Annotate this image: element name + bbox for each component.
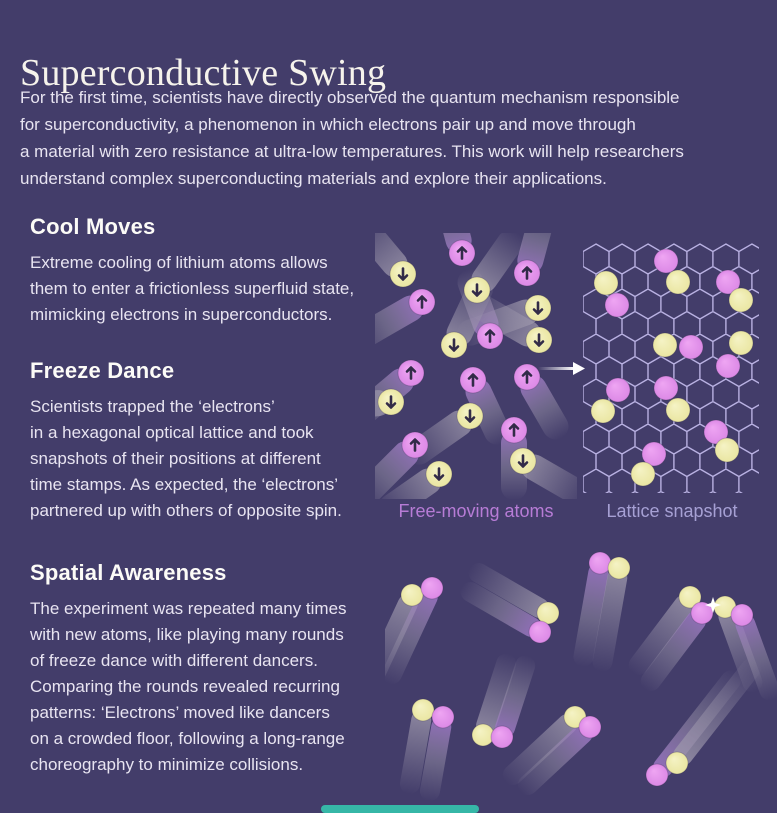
spin-up-arrow-icon (508, 423, 520, 437)
pair-atom-pink (431, 705, 455, 729)
caption-free-moving-atoms: Free-moving atoms (398, 501, 554, 521)
pair-atom-yellow (411, 698, 435, 722)
lattice-atom-yellow (652, 332, 678, 358)
sparkle-icon (705, 597, 721, 613)
atom-trail (517, 723, 593, 795)
lattice-atom-pink (715, 269, 741, 295)
section-body-cool-moves: Extreme cooling of lithium atoms allows … (30, 253, 355, 324)
lattice-atom-pink (605, 377, 631, 403)
section-heading-cool-moves: Cool Moves (30, 214, 156, 239)
atom-trail (375, 441, 419, 499)
atom-trail (476, 653, 517, 736)
spin-down-arrow-icon (397, 267, 409, 281)
lattice-atom-yellow (590, 398, 616, 424)
spin-up-arrow-icon (521, 370, 533, 384)
spin-down-arrow-icon (517, 454, 529, 468)
pair-atom-pink (578, 715, 602, 739)
spin-up-arrow-icon (409, 438, 421, 452)
atom-trail (502, 713, 578, 785)
atom-trail (385, 587, 438, 685)
lattice-atom-pink (653, 375, 679, 401)
atom-trail (640, 610, 706, 691)
atom-trail (520, 375, 569, 440)
right-arrow-head (573, 362, 585, 375)
right-arrow-tail (538, 367, 574, 370)
atom-trail (735, 614, 777, 701)
pair-atom-pink (730, 603, 754, 627)
lattice-atom-yellow (728, 287, 754, 313)
atom-trail (673, 658, 761, 766)
spin-down-arrow-icon (533, 333, 545, 347)
spin-up-arrow-icon (416, 295, 428, 309)
atom-trail (468, 563, 550, 618)
section-body-freeze-dance: Scientists trapped the ‘electrons’ in a … (30, 397, 342, 520)
atom-trail (375, 295, 424, 349)
lattice-atom-pink (678, 334, 704, 360)
pair-atom-pink (645, 763, 669, 787)
pair-atom-pink (420, 576, 444, 600)
atom-trail (517, 233, 555, 274)
lattice-atom-pink (703, 419, 729, 445)
lattice-atom-pink (653, 248, 679, 274)
spin-up-arrow-icon (405, 366, 417, 380)
pair-atom-yellow (400, 583, 424, 607)
teal-accent-bar (321, 805, 479, 813)
atom-trail (385, 594, 418, 692)
free-atoms-illustration (375, 233, 577, 499)
lattice-atom-yellow (665, 397, 691, 423)
atom-trail (434, 233, 472, 254)
lattice-atom-yellow (630, 461, 656, 487)
spin-up-arrow-icon (521, 266, 533, 280)
lattice-atom-pink (604, 292, 630, 318)
section-heading-freeze-dance: Freeze Dance (30, 358, 175, 383)
section-cool-moves: Cool Moves Extreme cooling of lithium at… (30, 214, 402, 328)
lattice-atom-yellow (665, 269, 691, 295)
pair-atom-yellow (665, 751, 689, 775)
pair-atom-pink (490, 725, 514, 749)
atom-trail (375, 233, 408, 278)
lattice-atom-pink (641, 441, 667, 467)
intro-text: For the first time, scientists have dire… (20, 88, 684, 188)
atom-trail (495, 655, 536, 738)
lattice-illustration (583, 243, 759, 493)
spin-up-arrow-icon (484, 329, 496, 343)
atom-trail (592, 567, 628, 672)
spin-down-arrow-icon (532, 301, 544, 315)
pair-atom-pink (588, 551, 612, 575)
spin-down-arrow-icon (464, 409, 476, 423)
pair-atom-yellow (536, 601, 560, 625)
lattice-atom-pink (715, 353, 741, 379)
atom-trail (467, 293, 541, 347)
section-spatial-awareness: Spatial Awareness The experiment was rep… (30, 560, 402, 778)
lattice-atom-yellow (728, 330, 754, 356)
atom-trail (521, 454, 577, 499)
spin-down-arrow-icon (448, 338, 460, 352)
lattice-atom-yellow (714, 437, 740, 463)
spin-up-arrow-icon (467, 373, 479, 387)
atom-trail (573, 562, 609, 667)
atom-trail (399, 709, 432, 794)
pairs-illustration (385, 551, 777, 801)
right-arrow-icon (538, 362, 585, 375)
atom-trail (419, 716, 452, 801)
atom-trail (628, 594, 694, 675)
section-body-spatial-awareness: The experiment was repeated many times w… (30, 599, 347, 774)
section-heading-spatial-awareness: Spatial Awareness (30, 560, 227, 585)
spin-down-arrow-icon (471, 283, 483, 297)
atom-trail (379, 468, 442, 499)
lattice-atom-yellow (593, 270, 619, 296)
spin-down-arrow-icon (433, 467, 445, 481)
pair-atom-yellow (678, 585, 702, 609)
spin-down-arrow-icon (385, 395, 397, 409)
atom-trail (465, 378, 511, 445)
spin-up-arrow-icon (456, 246, 468, 260)
pair-atom-yellow (607, 556, 631, 580)
page-title: Superconductive Swing (20, 52, 387, 95)
caption-lattice-snapshot: Lattice snapshot (606, 501, 738, 521)
atom-trail (460, 582, 542, 637)
section-freeze-dance: Freeze Dance Scientists trapped the ‘ele… (30, 358, 402, 524)
pair-atom-pink (528, 620, 552, 644)
